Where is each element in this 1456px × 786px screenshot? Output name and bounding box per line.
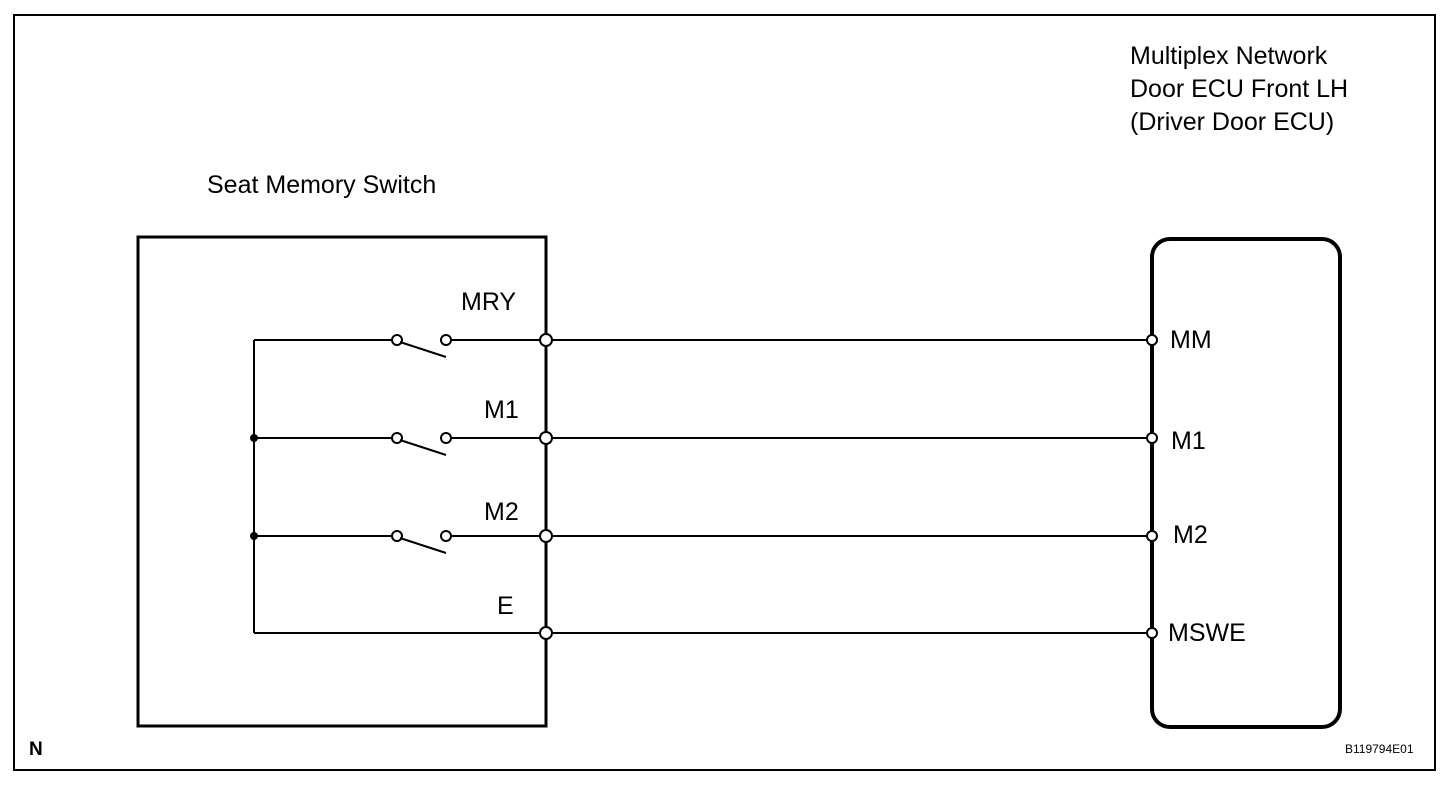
switch-terminal-label-e: E [497,592,514,620]
figure-code: B119794E01 [1345,742,1414,756]
switch-contact [391,530,403,542]
switch-terminal-point [539,431,553,445]
switch-terminal-label-mry: MRY [461,288,517,316]
junction-dot [250,434,258,442]
ecu-title-line: (Driver Door ECU) [1130,108,1335,136]
switch-blade [399,341,447,358]
switch-terminal-point [539,333,553,347]
ecu-terminal-point [1146,432,1158,444]
switch-blade [399,537,447,554]
switch-title: Seat Memory Switch [207,171,437,199]
circuit-row-m2 [250,529,1158,554]
diagram-frame [13,14,1436,771]
switch-contact [440,334,452,346]
ecu-box [1150,237,1342,729]
circuit-row-e [254,626,1158,640]
junction-dot [250,532,258,540]
switch-contact [440,432,452,444]
ecu-terminal-point [1146,334,1158,346]
switch-contact [391,334,403,346]
ecu-terminal-point [1146,627,1158,639]
ecu-title: Multiplex Network Door ECU Front LH (Dri… [1130,40,1348,139]
ecu-terminal-label-m1: M1 [1171,427,1206,455]
switch-terminal-point [539,626,553,640]
ecu-title-line: Multiplex Network [1130,42,1328,70]
switch-terminal-point [539,529,553,543]
switch-contact [440,530,452,542]
switch-contact [391,432,403,444]
ecu-title-line: Door ECU Front LH [1130,75,1349,103]
ecu-terminal-label-m2: M2 [1173,521,1208,549]
ecu-terminal-point [1146,530,1158,542]
ecu-terminal-label-mm: MM [1170,326,1212,354]
seat-memory-switch-box [136,235,548,728]
switch-blade [399,439,447,456]
circuit-row-mry [254,333,1158,358]
switch-terminal-label-m2: M2 [484,498,519,526]
corner-mark: N [29,739,43,760]
switch-terminal-label-m1: M1 [484,396,519,424]
ecu-terminal-label-mswe: MSWE [1168,619,1246,647]
circuit-row-m1 [250,431,1158,456]
